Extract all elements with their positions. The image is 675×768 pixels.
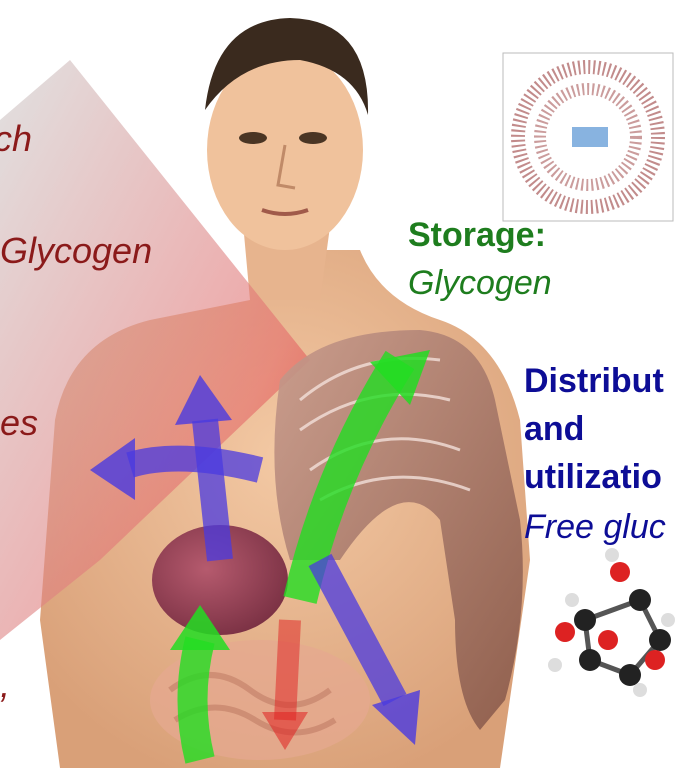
- left-label-fragment-top: ch: [0, 118, 32, 160]
- glucose-molecule: [548, 548, 675, 697]
- left-label-fragment-comma: ,: [0, 664, 10, 706]
- glycogen-molecule: [503, 53, 673, 221]
- distribution-item-free-glucose: Free gluc: [524, 508, 666, 547]
- left-label-fragment-es: es: [0, 402, 38, 444]
- distribution-title-line1: Distribut: [524, 362, 664, 401]
- distribution-title-line3: utilizatio: [524, 458, 662, 497]
- right-eye: [299, 132, 327, 144]
- distribution-title-line2: and: [524, 410, 584, 449]
- left-eye: [239, 132, 267, 144]
- storage-item-glycogen: Glycogen: [408, 264, 552, 303]
- storage-title: Storage:: [408, 216, 546, 255]
- left-label-glycogen: Glycogen: [0, 230, 152, 272]
